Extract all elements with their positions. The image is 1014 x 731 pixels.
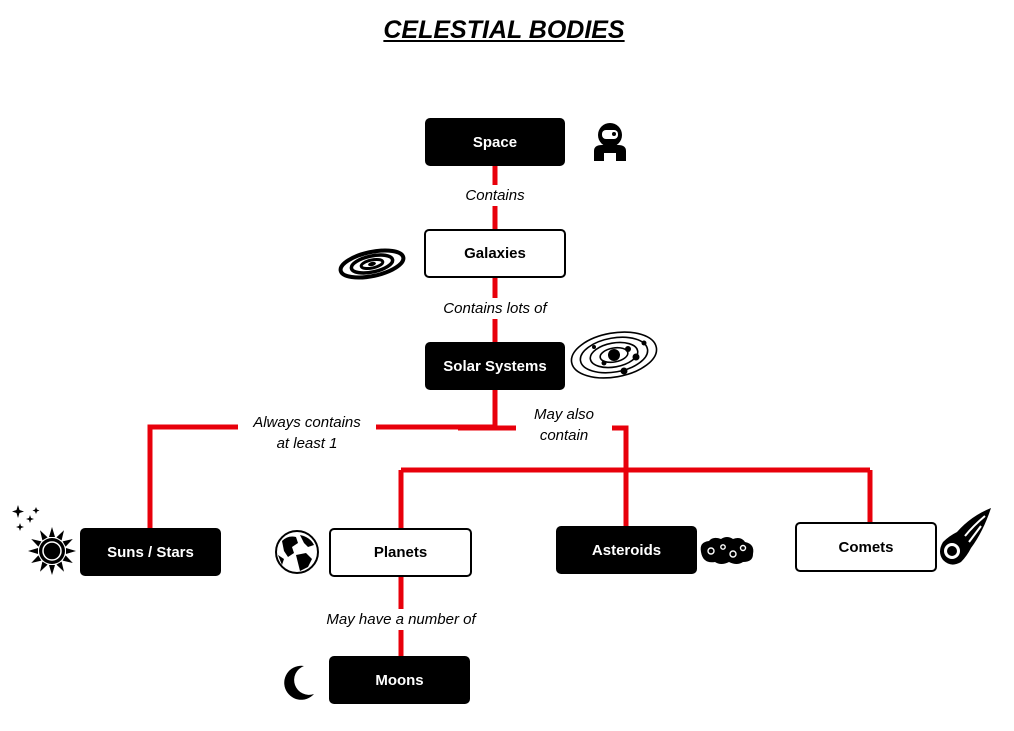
node-suns-stars: Suns / Stars: [80, 528, 221, 576]
asteroid-icon: [700, 537, 754, 564]
astronaut-icon: [594, 123, 626, 161]
edge-label-always-contains-line2: at least 1: [276, 435, 338, 452]
sun-icon: [12, 505, 76, 575]
node-comets: Comets: [795, 522, 937, 572]
node-planets: Planets: [329, 528, 472, 577]
connector-always-contains: [147, 424, 495, 528]
node-solar-systems: Solar Systems: [425, 342, 565, 390]
edge-label-contains-lots-of: Contains lots of: [430, 298, 560, 319]
node-galaxies: Galaxies: [424, 229, 566, 278]
solar-system-icon: [570, 331, 658, 379]
edge-label-contains: Contains: [455, 185, 535, 206]
node-moons: Moons: [329, 656, 470, 704]
edge-label-may-also-contain: May also contain: [516, 404, 612, 458]
node-asteroids: Asteroids: [556, 526, 697, 574]
moon-icon: [284, 665, 314, 700]
connector-may-also-upper: [458, 425, 629, 526]
galaxy-icon: [338, 248, 406, 280]
earth-icon: [275, 530, 319, 574]
edge-label-may-also-line2: contain: [539, 427, 589, 444]
edge-label-always-contains-line1: Always contains: [253, 414, 361, 431]
diagram-title: CELESTIAL BODIES: [383, 16, 625, 44]
comet-icon: [940, 508, 991, 565]
edge-label-may-also-line1: May also: [533, 406, 595, 423]
node-space: Space: [425, 118, 565, 166]
edge-label-always-contains: Always contains at least 1: [238, 412, 376, 454]
edge-label-may-have: May have a number of: [310, 609, 492, 630]
